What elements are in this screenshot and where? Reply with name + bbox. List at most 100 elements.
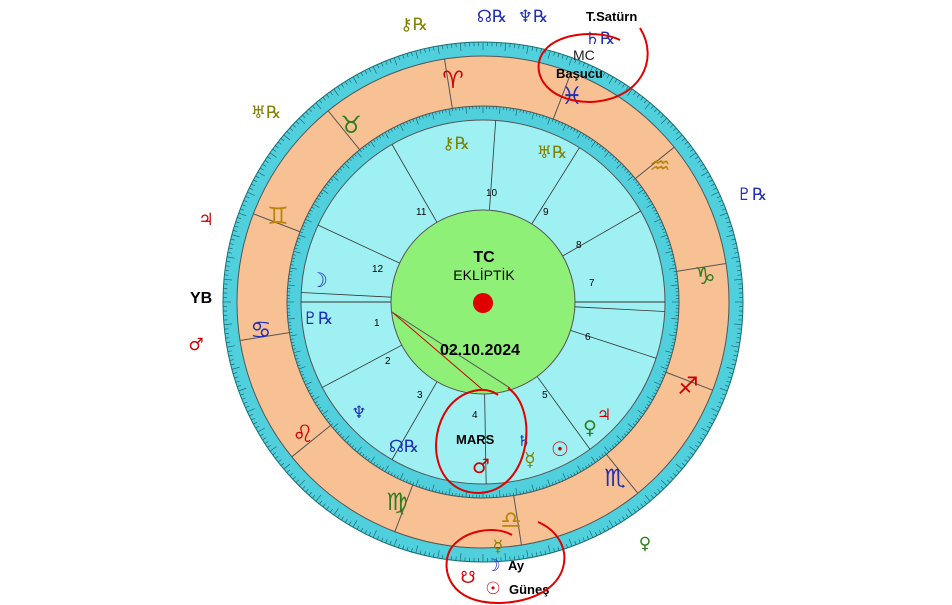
inner-tick [296,241,300,243]
house-cusp [531,147,580,225]
inner-tick [632,423,636,426]
inner-tick [627,175,634,181]
outer-tick [442,554,444,559]
outer-tick [712,413,717,417]
inner-tick [384,132,389,139]
outer-tick [389,59,392,64]
outer-tick [578,539,581,544]
inner-tick [438,489,440,494]
inner-planets: ⚷℞ ♅℞ ☽ ♇℞ ♆ ☊℞ ♂ ☿ ☉ ♀ ♃ ♄ [303,134,611,478]
inner-tick [626,430,629,434]
outer-tick [675,463,683,470]
outer-tick [643,99,647,104]
outer-tick [249,413,254,417]
inner-tick [573,472,576,476]
outer-tick [625,514,629,518]
inner-tick [334,428,338,431]
inner-tick [627,423,634,429]
inner-tick [539,114,541,118]
inner-tick [318,406,322,410]
inner-tick [320,409,324,412]
house-cusp [574,306,665,312]
inner-tick [289,334,297,337]
outer-tick [240,393,245,396]
zodiac-aquarius: ♒ [649,152,671,180]
inner-tick [311,395,315,398]
inner-tick [667,358,671,360]
house-cusp [317,224,400,264]
inner-tick [428,487,431,491]
outer-tick [229,243,234,245]
inner-tick [576,130,579,134]
outer-tick [225,265,230,267]
inner-tick [519,109,521,113]
inner-tick [671,260,675,263]
inner-tick [362,147,365,151]
inner-tick [332,423,339,429]
outer-tick [711,408,719,413]
outer-uranus: ♅℞ [251,103,281,123]
zodiac-scorpio: ♏ [604,464,626,492]
outer-tick [333,88,339,96]
outer-tick [732,243,737,245]
outer-tick [720,204,725,207]
inner-tick [344,435,350,441]
inner-tick [661,228,665,230]
outer-tick [687,145,691,149]
outer-tick [627,88,633,96]
zodiac-taurus: ♉ [340,111,362,139]
inner-tick [558,121,560,125]
inner-tick [585,135,588,139]
inner-tick [562,473,567,480]
inner-tick [431,484,435,492]
inner-tick [616,163,622,169]
outer-tick [243,401,248,404]
outer-tick [286,469,290,473]
outer-venus: ♀ [639,534,651,554]
inner-tick [448,108,451,116]
inner-tick [609,153,612,157]
outer-tick [697,441,702,444]
inner-tick [669,334,677,337]
inner-tick [339,168,343,171]
outer-tick [633,91,637,96]
inner-tick [328,420,332,423]
outer-tick [232,372,237,374]
outer-tick [657,111,661,115]
outer-tick [424,551,426,556]
zodiac-divider [676,263,727,272]
house-cusp [570,330,657,359]
house-2: 2 [385,356,391,367]
inner-tick [406,121,408,125]
outer-tick [602,72,606,77]
house-5: 5 [542,390,548,401]
outer-tick [553,548,555,553]
outer-tick [247,191,255,196]
inner-tick [384,465,389,472]
outer-neptune: ♆℞ [518,7,548,27]
outer-tick [574,540,577,545]
bottom-moon: ☽ [485,556,500,576]
outer-tick [326,506,330,510]
inner-tick [375,463,379,467]
outer-tick [231,366,240,370]
outer-tick [710,417,715,421]
zodiac-divider [253,213,301,233]
outer-tick [734,252,739,254]
outer-tick [531,46,533,51]
outer-tick [275,145,279,149]
outer-tick [598,529,602,534]
outer-tick [582,62,585,67]
outer-tick [406,53,409,58]
inner-tick [291,257,296,259]
inner-tick [637,189,644,194]
outer-tick [419,49,422,54]
outer-tick [312,105,316,109]
outer-tick [719,212,728,217]
inner-tick [671,318,679,320]
inner-tick [339,433,343,436]
outer-tick [280,462,285,466]
zodiac-pisces: ♓ [561,82,583,110]
bottom-south-node: ☋ [460,568,475,588]
outer-tick [732,359,737,361]
